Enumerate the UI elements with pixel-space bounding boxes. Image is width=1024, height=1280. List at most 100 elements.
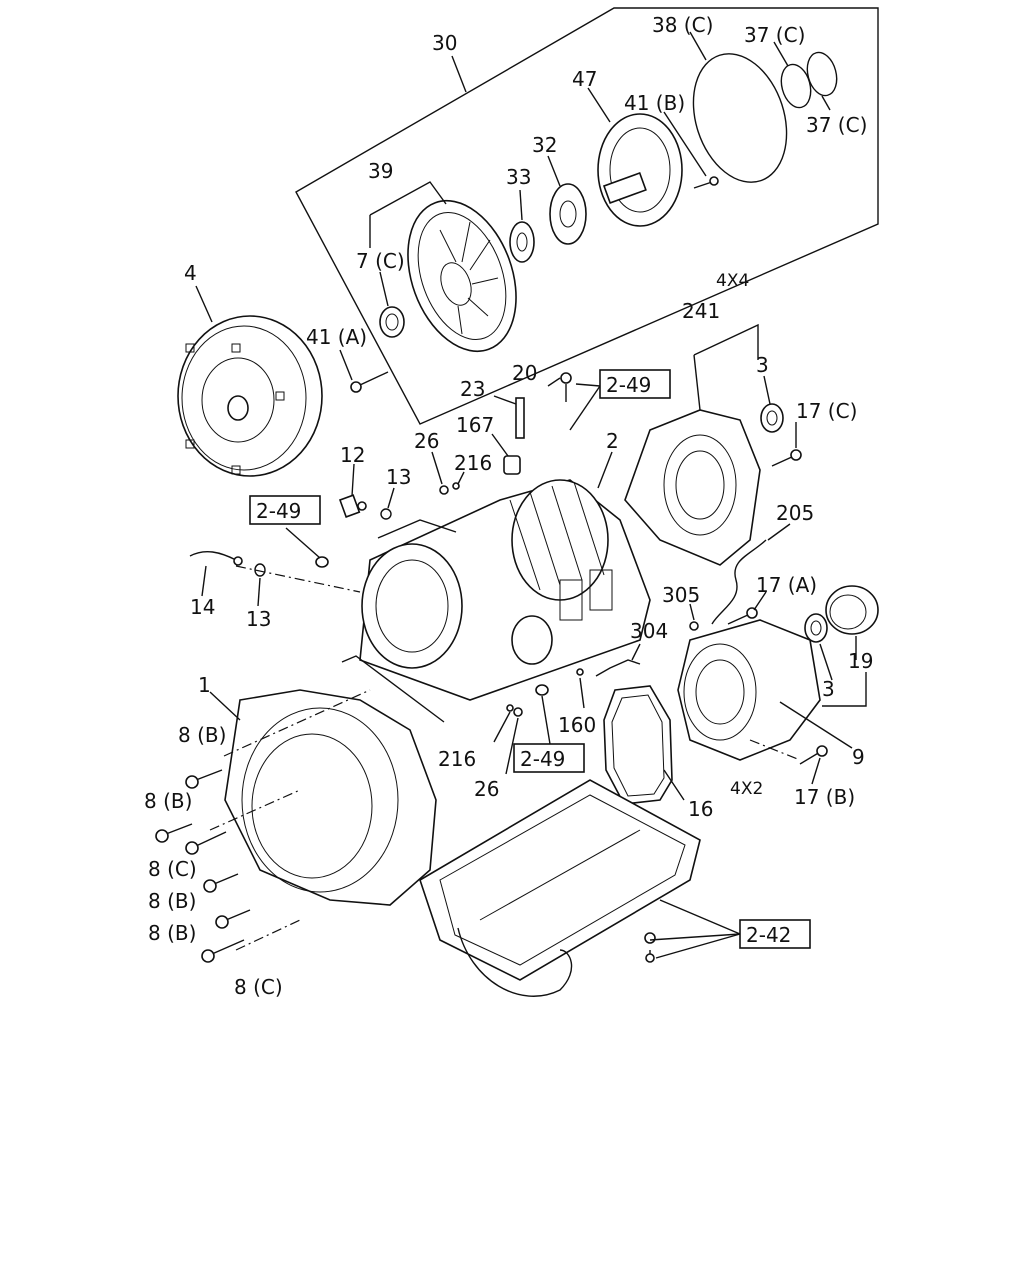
ref-box-2-49-bottom bbox=[513, 743, 585, 773]
leader-2-49-bottom bbox=[541, 695, 551, 745]
ref-box-2-49-left bbox=[249, 495, 321, 525]
label-30: 30 bbox=[432, 31, 457, 55]
label-14: 14 bbox=[190, 595, 215, 619]
leader-3-top bbox=[763, 375, 771, 405]
leader-23 bbox=[493, 395, 517, 405]
leader-2-49-left bbox=[285, 527, 321, 559]
leader-32 bbox=[547, 155, 561, 187]
bolt-41b-part bbox=[693, 176, 719, 189]
washer-2-49-bottom-part bbox=[535, 684, 549, 696]
leader-2 bbox=[597, 451, 613, 489]
bracket-case-lower bbox=[341, 655, 445, 723]
connector-167-part bbox=[503, 455, 521, 475]
label-17b: 17 (B) bbox=[794, 785, 855, 809]
label-8b-4: 8 (B) bbox=[148, 921, 196, 945]
label-13-bottom: 13 bbox=[246, 607, 271, 631]
label-8c-2: 8 (C) bbox=[234, 975, 283, 999]
label-17a: 17 (A) bbox=[756, 573, 817, 597]
transfer-adapter-4x4-part bbox=[624, 409, 761, 566]
axis-line-d bbox=[749, 739, 801, 761]
gear-32-part bbox=[549, 183, 587, 245]
ref-2-49-left: 2-49 bbox=[256, 499, 301, 523]
label-3-bottom: 3 bbox=[822, 677, 835, 701]
label-304: 304 bbox=[630, 619, 668, 643]
gear-33-part bbox=[509, 221, 535, 263]
label-4: 4 bbox=[184, 261, 197, 285]
bracket-241 bbox=[693, 323, 759, 360]
bolt-17c-part bbox=[771, 449, 802, 467]
gasket-16-part bbox=[603, 685, 673, 805]
bracket-304-part bbox=[595, 659, 641, 677]
axis-line-b bbox=[223, 689, 371, 757]
leader-2-42-a bbox=[649, 933, 741, 941]
leader-13-top bbox=[387, 487, 395, 509]
label-8b-2: 8 (B) bbox=[144, 789, 192, 813]
ref-2-49-bottom: 2-49 bbox=[520, 747, 565, 771]
leader-4 bbox=[195, 285, 213, 323]
bracket-19-3 bbox=[822, 672, 867, 707]
label-17c: 17 (C) bbox=[796, 399, 857, 423]
leader-20 bbox=[547, 377, 561, 387]
ref-2-49-top: 2-49 bbox=[606, 373, 651, 397]
fitting-12-part bbox=[338, 494, 367, 518]
leader-216-bottom bbox=[493, 711, 511, 743]
label-8c-1: 8 (C) bbox=[148, 857, 197, 881]
ref-box-2-42 bbox=[739, 919, 811, 949]
label-20: 20 bbox=[512, 361, 537, 385]
oil-pan-part bbox=[419, 779, 701, 997]
leader-2-42-c bbox=[659, 899, 741, 935]
bolt-17a-part bbox=[727, 607, 758, 625]
bolt-8c-2-part bbox=[201, 939, 245, 963]
leader-14 bbox=[201, 565, 207, 597]
seal-3-bottom-part bbox=[804, 613, 828, 643]
axis-line-e bbox=[209, 789, 301, 831]
leader-17a bbox=[753, 591, 767, 611]
torque-converter-part bbox=[177, 315, 323, 477]
leader-205 bbox=[767, 523, 791, 541]
label-23: 23 bbox=[460, 377, 485, 401]
bolt-8b-3-part bbox=[203, 873, 239, 893]
bolt-8b-2-part bbox=[155, 823, 193, 843]
drain-plug-part bbox=[644, 932, 656, 963]
leader-38c bbox=[689, 31, 707, 61]
label-7c: 7 (C) bbox=[356, 249, 405, 273]
label-26-bottom: 26 bbox=[474, 777, 499, 801]
o-ring-13-bottom-part bbox=[254, 563, 266, 577]
seal-3-top-part bbox=[760, 403, 784, 433]
label-12: 12 bbox=[340, 443, 365, 467]
label-13-top: 13 bbox=[386, 465, 411, 489]
label-216-bottom: 216 bbox=[438, 747, 476, 771]
bracket-241-drop bbox=[693, 354, 701, 411]
label-4x2: 4X2 bbox=[730, 779, 763, 799]
label-33: 33 bbox=[506, 165, 531, 189]
sleeve-19-part bbox=[825, 585, 879, 635]
leader-2-49-top-b bbox=[569, 385, 601, 431]
bolt-41a-part bbox=[350, 371, 389, 393]
bolt-17b-part bbox=[799, 745, 828, 765]
extension-housing-4x2-part bbox=[677, 619, 821, 761]
leader-26-top bbox=[431, 451, 443, 485]
label-39: 39 bbox=[368, 159, 393, 183]
o-ring-38c-part bbox=[692, 53, 788, 183]
label-9: 9 bbox=[852, 745, 865, 769]
label-26-top: 26 bbox=[414, 429, 439, 453]
leader-7c bbox=[379, 271, 389, 307]
axis-line-a bbox=[235, 565, 361, 593]
leader-30 bbox=[451, 55, 467, 93]
washer-216-top-part bbox=[452, 482, 460, 490]
label-8b-3: 8 (B) bbox=[148, 889, 196, 913]
bolt-8c-1-part bbox=[185, 831, 227, 855]
filter-160-part bbox=[576, 668, 584, 676]
label-216-top: 216 bbox=[454, 451, 492, 475]
bolt-8b-4-part bbox=[215, 909, 251, 929]
bolt-305-part bbox=[689, 621, 699, 631]
label-167: 167 bbox=[456, 413, 494, 437]
bolt-8b-1-part bbox=[185, 769, 223, 789]
plug-26-top-part bbox=[439, 485, 449, 495]
ref-2-42: 2-42 bbox=[746, 923, 791, 947]
label-19: 19 bbox=[848, 649, 873, 673]
label-160: 160 bbox=[558, 713, 596, 737]
leader-37c-right bbox=[821, 95, 831, 111]
